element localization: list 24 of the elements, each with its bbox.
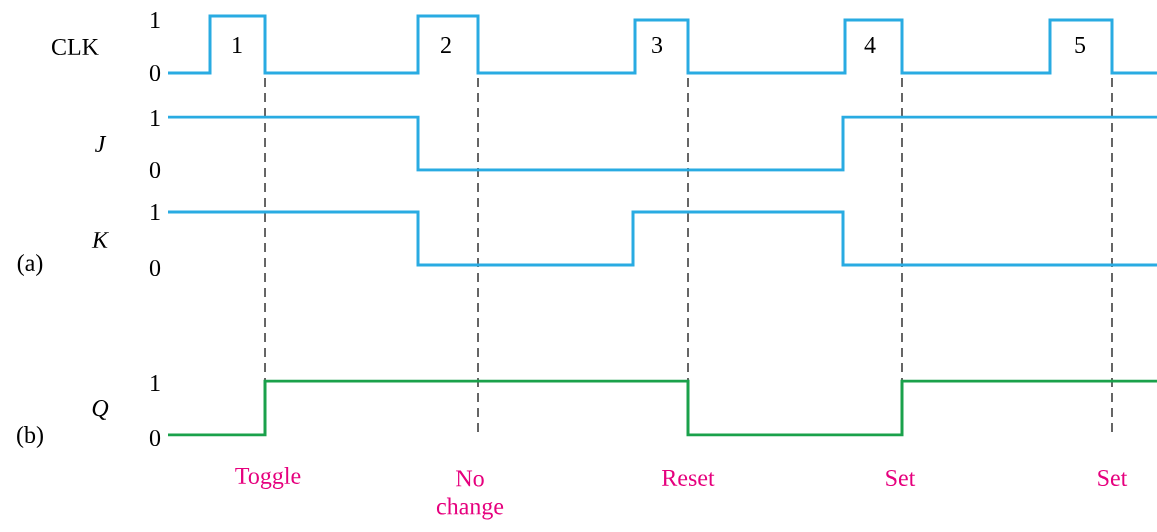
signal-name: K bbox=[91, 232, 110, 248]
signal-name: J bbox=[95, 136, 107, 152]
pulse-number: 1 bbox=[233, 37, 242, 53]
pulse-number: 4 bbox=[864, 37, 876, 53]
event-label: Set bbox=[886, 469, 916, 487]
level-value: 0 bbox=[149, 259, 161, 277]
panel-label: (a) bbox=[17, 254, 43, 276]
level-value: 1 bbox=[151, 204, 160, 220]
level-value: 0 bbox=[149, 429, 161, 447]
level-value: 1 bbox=[151, 12, 160, 28]
level-value: 1 bbox=[151, 110, 160, 126]
event-label: Reset bbox=[662, 470, 715, 486]
event-label: Set bbox=[1098, 469, 1128, 487]
pulse-number: 3 bbox=[652, 36, 663, 54]
signal-name: CLK bbox=[52, 38, 99, 56]
pulse-number: 2 bbox=[441, 37, 451, 53]
level-value: 0 bbox=[149, 64, 161, 82]
signal-name: Q bbox=[92, 400, 109, 420]
panel-label: (b) bbox=[17, 426, 43, 448]
pulse-number: 5 bbox=[1075, 37, 1086, 53]
event-label: Toggle bbox=[235, 467, 301, 489]
level-value: 0 bbox=[149, 161, 161, 179]
level-value: 1 bbox=[151, 375, 160, 391]
event-label: No change bbox=[436, 470, 504, 520]
